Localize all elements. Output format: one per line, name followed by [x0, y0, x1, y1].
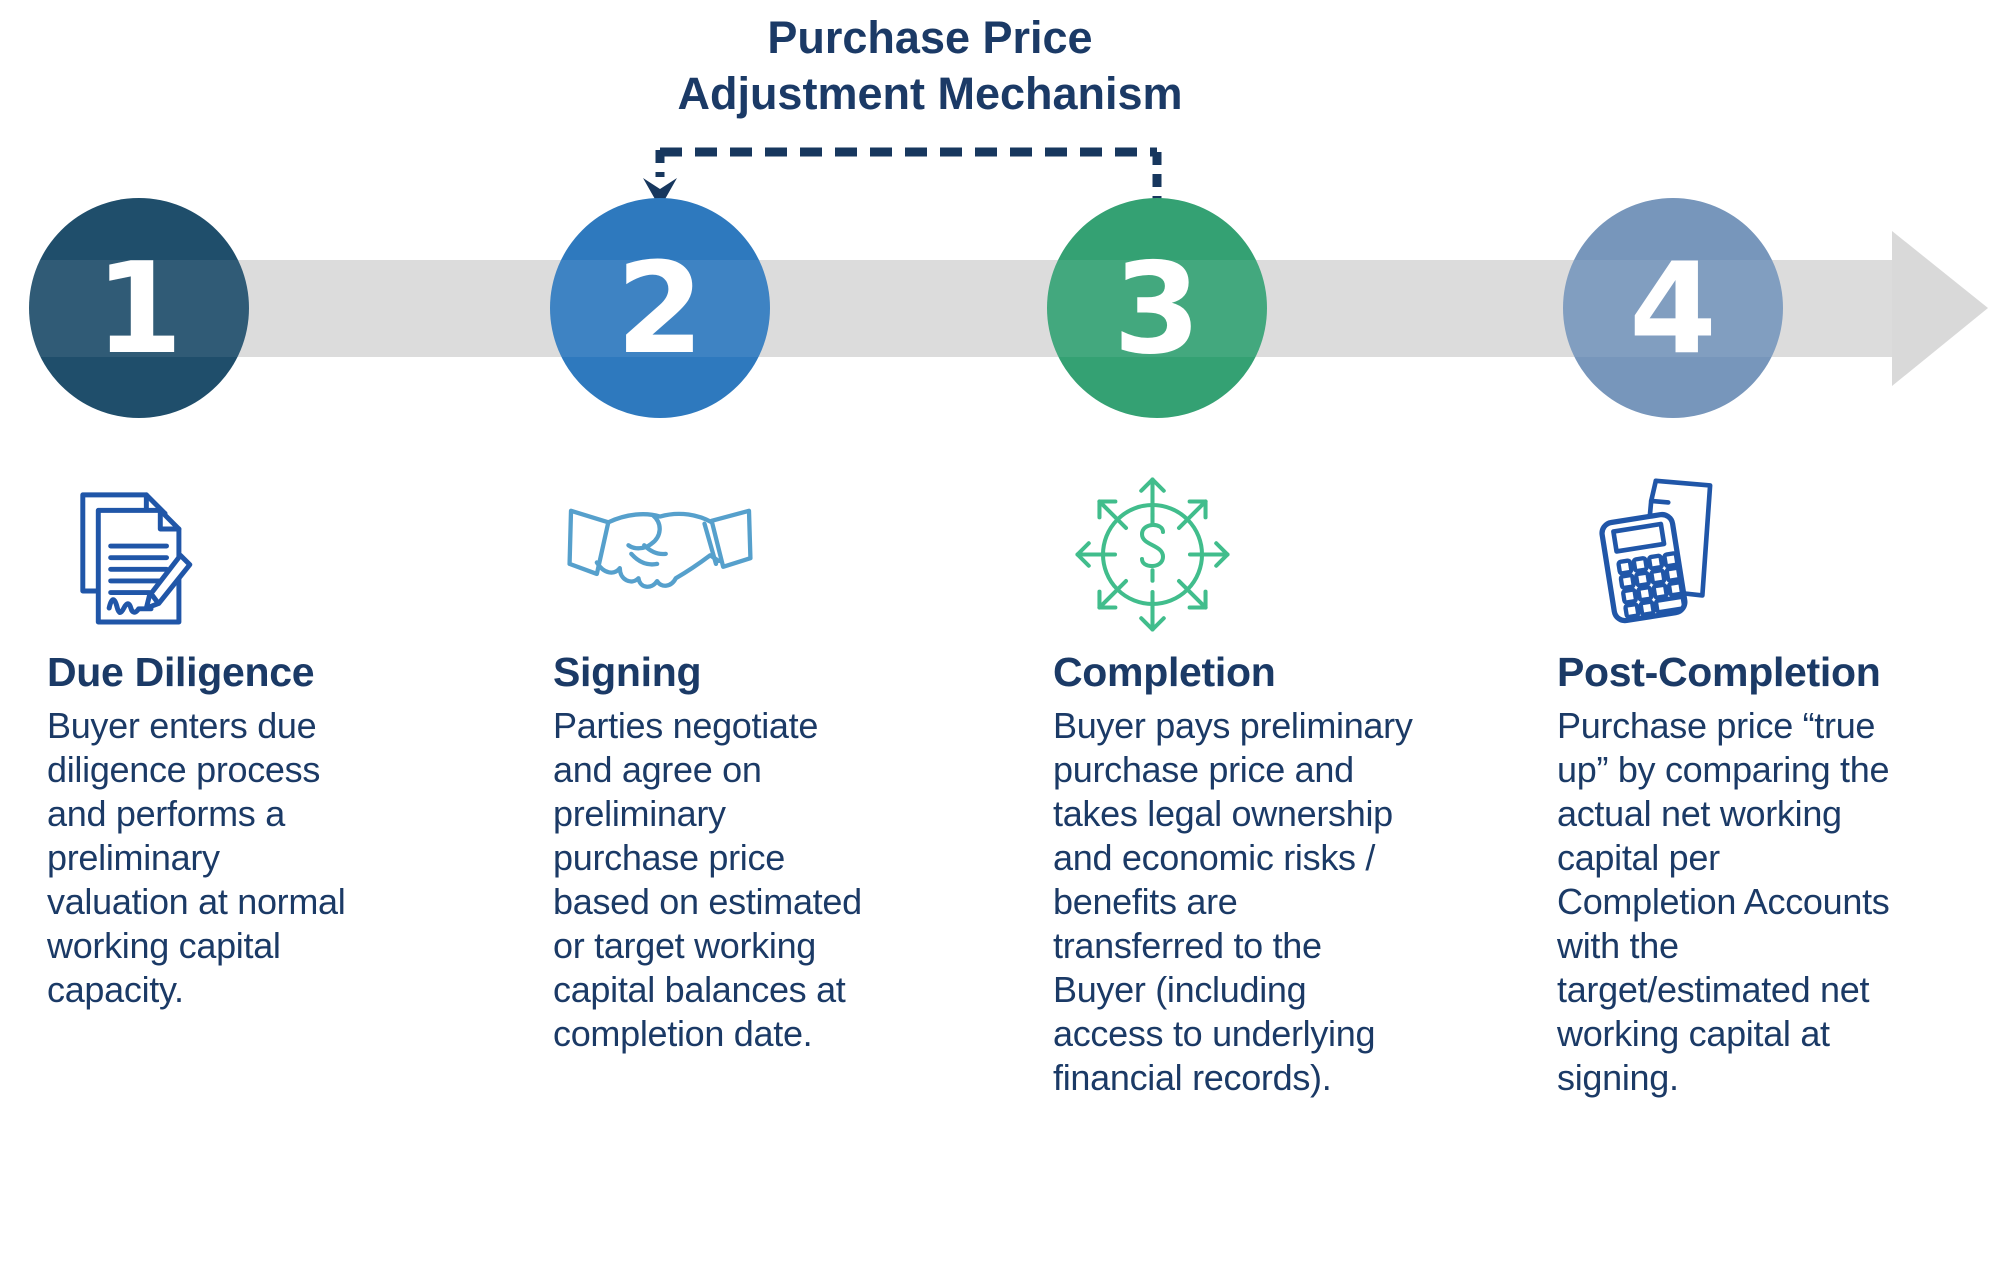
step-2-number: 2: [616, 235, 704, 382]
step-3-body: Buyer pays preliminary purchase price an…: [1053, 705, 1413, 1098]
signed-document-icon: [58, 480, 213, 640]
step-1-column: Due Diligence Buyer enters due diligence…: [47, 648, 367, 1012]
step-4-heading: Post-Completion: [1557, 649, 1881, 695]
step-3-number: 3: [1113, 235, 1201, 382]
adjustment-connector: [643, 147, 1162, 208]
timeline-graphic: 1 2 3 4: [29, 147, 1988, 418]
step-4-body: Purchase price “true up” by comparing th…: [1557, 705, 1890, 1098]
connector-down-arrow-icon: [643, 178, 677, 208]
step-4-column: Post-Completion Purchase price “true up”…: [1557, 648, 1902, 1100]
step-1-body: Buyer enters due diligence process and p…: [47, 705, 346, 1010]
timeline-arrowhead-icon: [1892, 231, 1988, 386]
step-3-circle: [1047, 198, 1267, 418]
step-2-circle: [550, 198, 770, 418]
dollar-distribution-icon: [1070, 472, 1235, 637]
step-3-column: Completion Buyer pays preliminary purcha…: [1053, 648, 1415, 1100]
band-overlay-stripe: [29, 260, 1892, 357]
step-4-circle: [1563, 198, 1783, 418]
step-2-column: Signing Parties negotiate and agree on p…: [553, 648, 875, 1056]
step-2-heading: Signing: [553, 649, 702, 695]
diagram-title-line2: Adjustment Mechanism: [677, 68, 1183, 119]
step-1-circle: [29, 198, 249, 418]
step-2-body: Parties negotiate and agree on prelimina…: [553, 705, 862, 1054]
calculator-document-icon: [1583, 476, 1738, 639]
diagram-title-line1: Purchase Price: [767, 12, 1093, 63]
step-3-heading: Completion: [1053, 649, 1276, 695]
handshake-icon: [565, 495, 755, 617]
step-1-number: 1: [95, 235, 183, 382]
step-1-heading: Due Diligence: [47, 649, 315, 695]
diagram-title: Purchase Price Adjustment Mechanism: [430, 10, 1430, 122]
step-4-number: 4: [1629, 235, 1717, 382]
